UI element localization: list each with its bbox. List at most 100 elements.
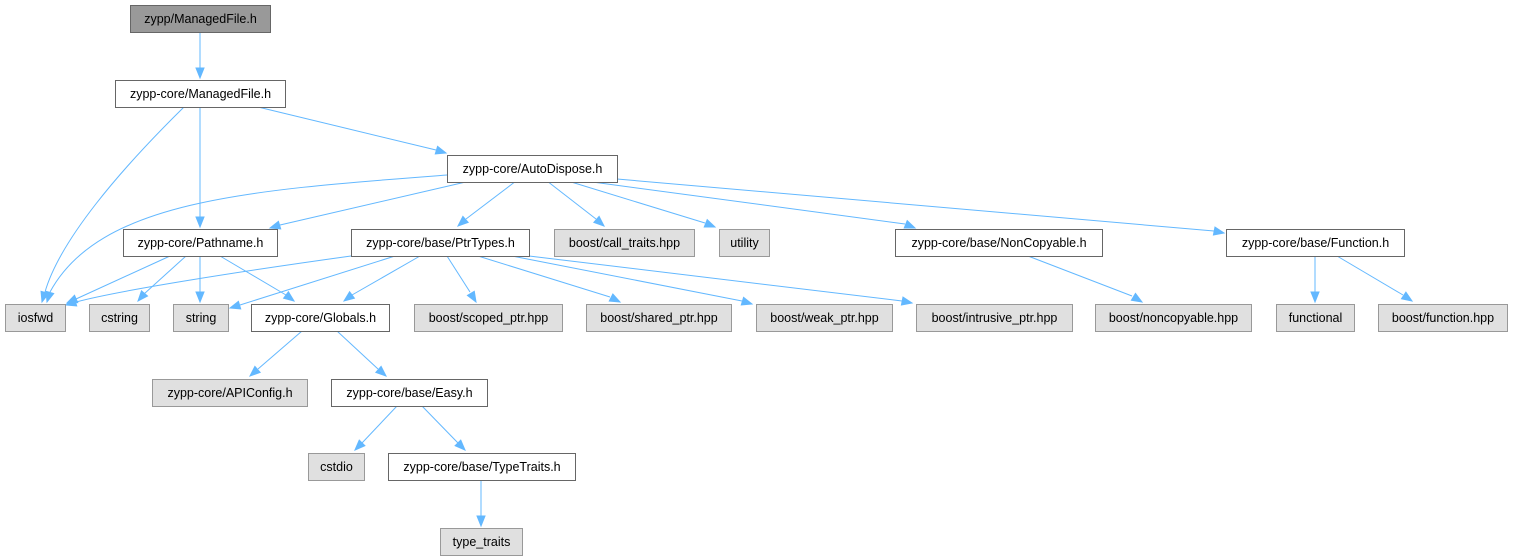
edge-line: [584, 180, 906, 225]
arrowhead-icon: [228, 300, 242, 310]
node-box: [719, 229, 770, 257]
edge-ad-to-noncp: [584, 180, 917, 229]
edge-ad-to-func: [616, 178, 1226, 236]
node-label: zypp-core/base/PtrTypes.h: [366, 236, 515, 250]
edge-ad-to-iosfwd: [45, 174, 448, 304]
edge-line: [257, 330, 303, 370]
arrowhead-icon: [434, 145, 448, 155]
edge-func-to-bfunc: [1336, 255, 1414, 302]
arrowhead-icon: [703, 218, 717, 228]
arrowhead-icon: [374, 365, 388, 377]
edge-line: [239, 255, 396, 306]
node-box[interactable]: [1226, 229, 1405, 257]
node-weak: boost/weak_ptr.hpp: [756, 304, 893, 332]
edge-mf-to-path: [195, 107, 205, 229]
node-box: [414, 304, 563, 332]
edge-ptr-to-string: [228, 255, 396, 310]
edge-glob-to-api: [248, 330, 303, 377]
arrowhead-icon: [282, 290, 296, 302]
edge-line: [465, 180, 517, 220]
edge-ptr-to-weak: [511, 255, 754, 306]
edge-line: [567, 180, 706, 224]
node-box: [1276, 304, 1355, 332]
edge-line: [421, 405, 459, 444]
edge-ptr-to-shared: [477, 255, 622, 303]
edge-ad-to-path: [268, 180, 471, 230]
node-box: [554, 229, 695, 257]
node-label: utility: [730, 236, 759, 250]
arrowhead-icon: [268, 220, 282, 230]
arrowhead-icon: [137, 289, 149, 303]
node-label: boost/call_traits.hpp: [569, 236, 680, 250]
arrowhead-icon: [466, 290, 477, 304]
node-label: string: [186, 311, 217, 325]
node-glob[interactable]: zypp-core/Globals.h: [251, 304, 390, 332]
arrowhead-icon: [354, 439, 366, 451]
node-scoped: boost/scoped_ptr.hpp: [414, 304, 563, 332]
edge-line: [351, 255, 421, 296]
edge-line: [49, 174, 448, 293]
node-label: boost/shared_ptr.hpp: [600, 311, 717, 325]
arrowhead-icon: [1212, 226, 1226, 236]
node-label: cstdio: [320, 460, 353, 474]
node-root[interactable]: zypp/ManagedFile.h: [130, 5, 271, 33]
node-label: functional: [1289, 311, 1343, 325]
edge-line: [511, 255, 743, 302]
edge-root-to-mf: [195, 32, 205, 80]
node-box: [586, 304, 732, 332]
edge-ptr-to-glob: [342, 255, 421, 302]
node-cstring: cstring: [89, 304, 150, 332]
edge-line: [257, 106, 437, 151]
edge-line: [1336, 255, 1404, 296]
node-ptr[interactable]: zypp-core/base/PtrTypes.h: [351, 229, 530, 257]
node-func[interactable]: zypp-core/base/Function.h: [1226, 229, 1405, 257]
node-label: boost/weak_ptr.hpp: [770, 311, 878, 325]
node-label: boost/noncopyable.hpp: [1109, 311, 1238, 325]
node-tt[interactable]: zypp-core/base/TypeTraits.h: [388, 453, 576, 481]
node-ad[interactable]: zypp-core/AutoDispose.h: [447, 155, 618, 183]
edge-path-to-iosfwd: [65, 255, 171, 304]
node-box[interactable]: [895, 229, 1103, 257]
node-box[interactable]: [331, 379, 488, 407]
node-box: [756, 304, 893, 332]
node-path[interactable]: zypp-core/Pathname.h: [123, 229, 278, 257]
node-box: [1378, 304, 1508, 332]
node-mf[interactable]: zypp-core/ManagedFile.h: [115, 80, 286, 108]
node-box: [308, 453, 365, 481]
edge-line: [546, 180, 597, 220]
node-box: [152, 379, 308, 407]
edge-ptr-to-scoped: [446, 255, 477, 304]
node-bnoncp: boost/noncopyable.hpp: [1095, 304, 1252, 332]
edge-line: [528, 255, 903, 302]
edge-ptr-to-iosfwd: [64, 255, 352, 307]
edge-ad-to-calltr: [546, 180, 606, 227]
node-noncp[interactable]: zypp-core/base/NonCopyable.h: [895, 229, 1103, 257]
node-box[interactable]: [351, 229, 530, 257]
edge-line: [1027, 255, 1133, 297]
node-label: zypp-core/Pathname.h: [138, 236, 264, 250]
node-functional: functional: [1276, 304, 1355, 332]
arrowhead-icon: [1130, 292, 1144, 303]
node-easy[interactable]: zypp-core/base/Easy.h: [331, 379, 488, 407]
node-box[interactable]: [123, 229, 278, 257]
edge-tt-to-typetraits: [476, 480, 486, 528]
node-box[interactable]: [115, 80, 286, 108]
node-box[interactable]: [447, 155, 618, 183]
arrowhead-icon: [195, 291, 205, 304]
edge-path-to-string: [195, 256, 205, 304]
node-box[interactable]: [130, 5, 271, 33]
node-util: utility: [719, 229, 770, 257]
edge-line: [477, 255, 611, 298]
edge-line: [219, 255, 287, 296]
edge-path-to-glob: [219, 255, 296, 302]
arrowhead-icon: [195, 216, 205, 229]
node-label: zypp-core/base/Easy.h: [346, 386, 472, 400]
node-label: type_traits: [453, 535, 511, 549]
node-box[interactable]: [388, 453, 576, 481]
edge-line: [279, 180, 471, 226]
arrowhead-icon: [454, 439, 466, 451]
node-intr: boost/intrusive_ptr.hpp: [916, 304, 1073, 332]
arrowhead-icon: [64, 297, 78, 307]
node-label: zypp-core/Globals.h: [265, 311, 376, 325]
node-box[interactable]: [251, 304, 390, 332]
